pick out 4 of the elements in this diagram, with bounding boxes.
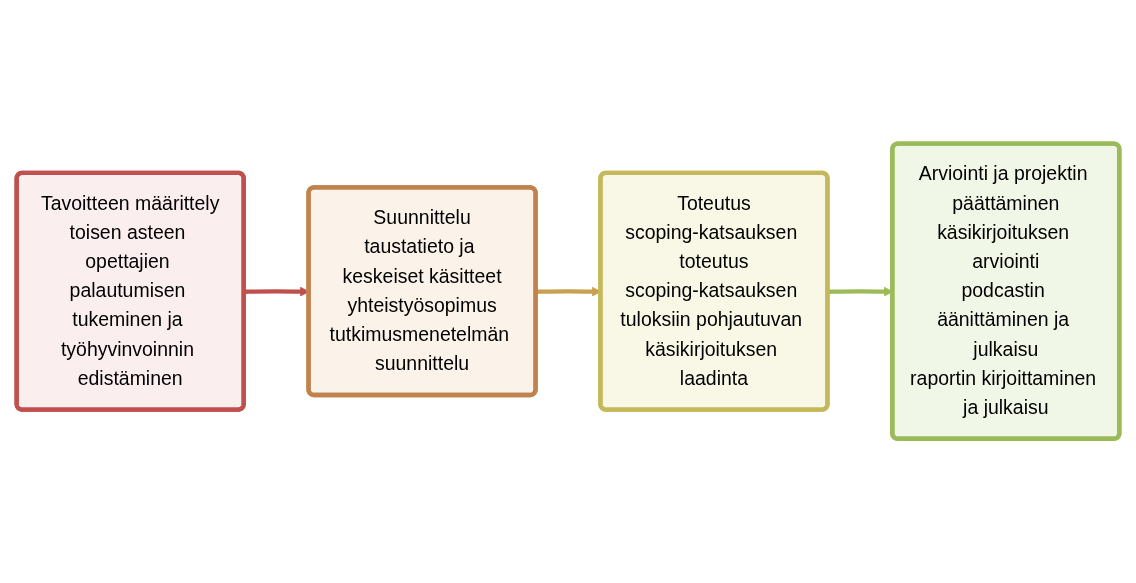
stage-box: Tavoitteen määrittely toisen asteen opettajien palautumisen tukeminen ja työhyvinvoinnin edistäminen [14,170,246,413]
stage-box: Suunnittelu taustatieto ja keskeiset käsitteet yhteistyösopimus tutkimusmenetelmän suunnittelu [306,185,538,398]
stage-box: Toteutus scoping-katsauksen toteutus scoping-katsauksen tuloksiin pohjautuvan käsikirjoituksen laadinta [598,170,830,413]
stage-box: Arviointi ja projektin päättäminen käsikirjoituksen arviointi podcastin äänittäminen ja julkaisu raportin kirjoittaminen ja julkaisu [890,141,1122,442]
